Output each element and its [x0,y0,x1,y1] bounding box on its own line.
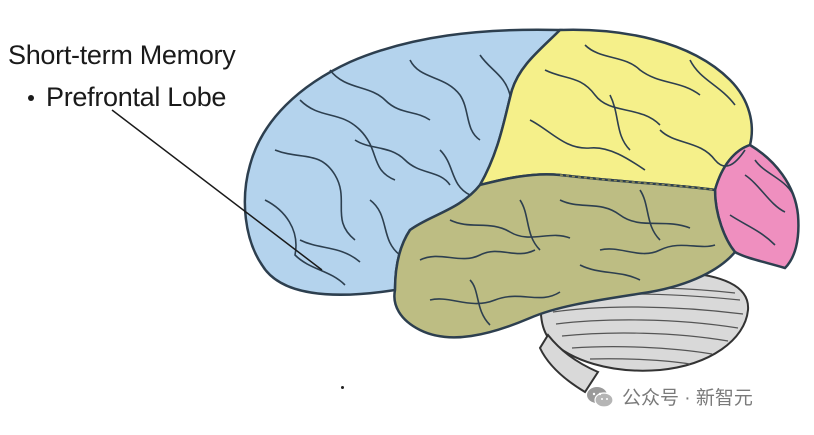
annotation-title: Short-term Memory [8,40,236,70]
watermark: 公众号 · 新智元 [586,383,753,410]
bullet-dot [28,94,34,101]
pointer-line [111,109,323,271]
temporal-lobe [393,173,737,339]
gyri-lines [264,44,796,326]
annotation-bullet: Prefrontal Lobe [46,82,227,112]
watermark-text: 公众号 · 新智元 [622,388,753,409]
stray-dot [341,386,344,389]
brain-stem [538,333,600,394]
wechat-icon [587,386,614,408]
annotation-bullet-line: Prefrontal Lobe [28,82,226,113]
